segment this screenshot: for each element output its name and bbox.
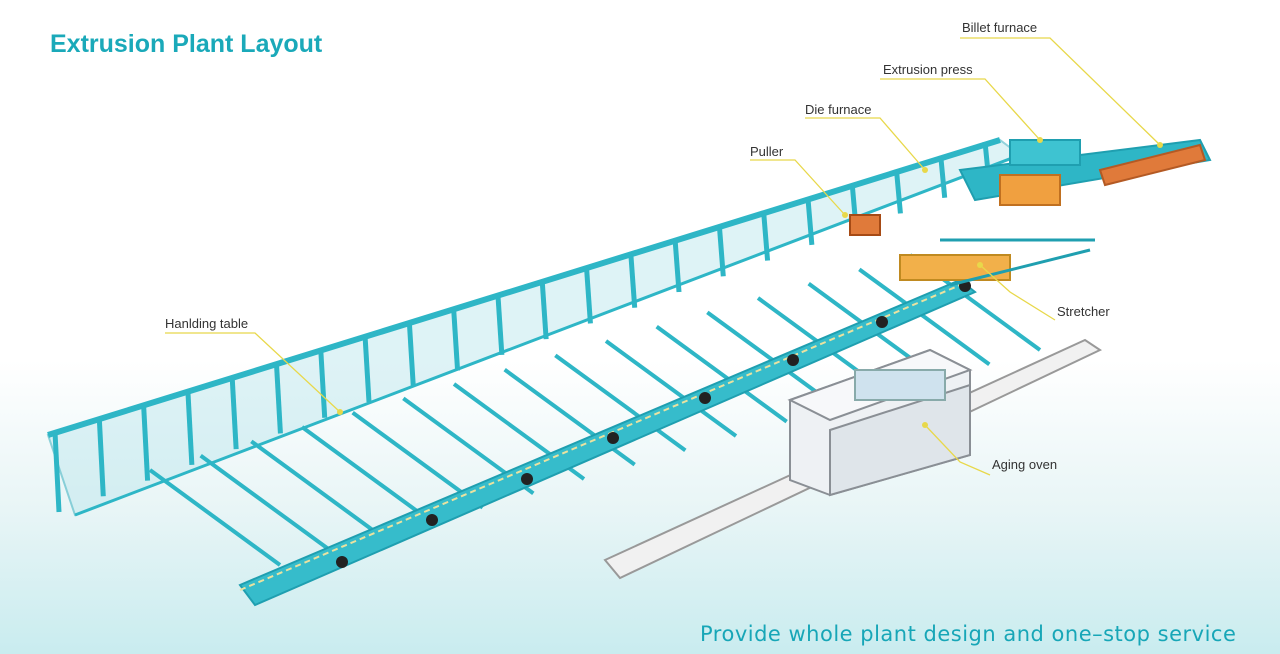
frame-post xyxy=(716,224,726,277)
frame-post xyxy=(672,238,682,293)
label-handling-table: Hanlding table xyxy=(165,316,249,331)
frame-post xyxy=(761,210,771,261)
label-die-furnace: Die furnace xyxy=(805,102,872,117)
frame-post xyxy=(52,431,62,513)
frame-post xyxy=(893,169,903,214)
label-stretcher: Stretcher xyxy=(1057,304,1110,319)
frame-post xyxy=(362,335,372,403)
cooling-rail xyxy=(250,439,383,538)
label-extrusion-press: Extrusion press xyxy=(883,62,973,77)
cooling-rail xyxy=(655,325,788,424)
leader-dots xyxy=(337,137,1163,428)
frame-post xyxy=(406,321,416,387)
label-puller: Puller xyxy=(750,144,784,159)
page-title: Extrusion Plant Layout xyxy=(50,30,323,58)
frame-post xyxy=(805,197,815,246)
frame-post xyxy=(495,293,505,356)
aging-oven xyxy=(787,348,973,497)
tagline: Provide whole plant design and one–stop … xyxy=(700,622,1237,646)
cooling-rail xyxy=(604,339,738,438)
cooling-rail xyxy=(554,353,687,452)
cooling-rail xyxy=(148,468,282,567)
cooling-rail xyxy=(858,267,991,366)
label-aging-oven: Aging oven xyxy=(992,457,1058,472)
frame-post xyxy=(628,252,638,308)
extrusion-line xyxy=(849,138,1212,281)
frame-post xyxy=(938,155,948,198)
frame-post xyxy=(229,376,239,450)
leader-lines xyxy=(165,37,1161,476)
frame-post xyxy=(451,307,461,371)
frame-post xyxy=(96,418,106,497)
frame-post xyxy=(141,404,151,481)
cooling-rail xyxy=(199,454,332,553)
stretcher-tables xyxy=(940,238,1095,287)
cooling-rail xyxy=(300,425,434,524)
frame-post xyxy=(318,348,328,418)
frame-post xyxy=(539,279,549,340)
label-billet-furnace: Billet furnace xyxy=(962,20,1038,35)
frame-post xyxy=(273,362,283,434)
frame-post xyxy=(583,266,593,324)
frame-post xyxy=(185,390,195,465)
